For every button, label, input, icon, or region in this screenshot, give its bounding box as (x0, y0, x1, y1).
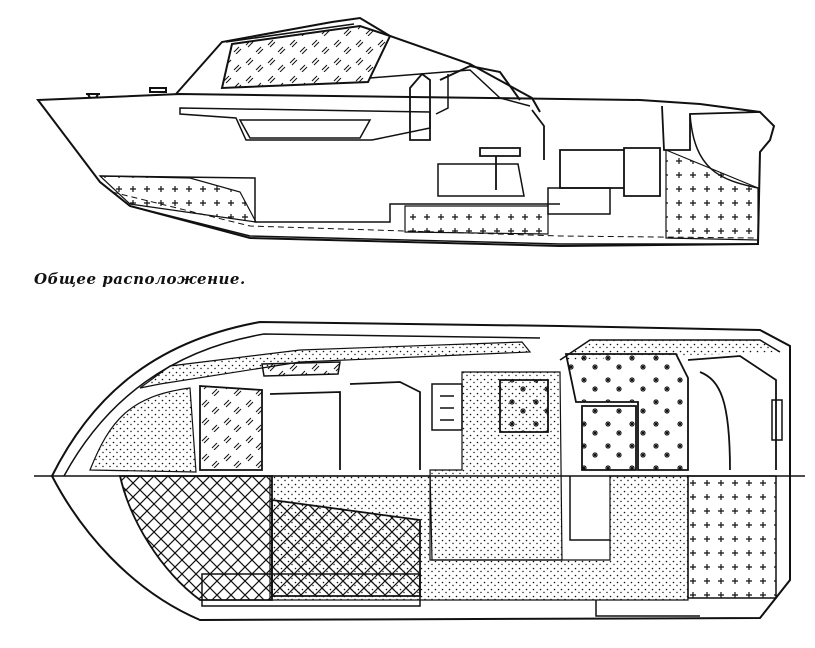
aft-cushion-lower (581, 405, 637, 471)
aft-cushion-upper (564, 353, 689, 471)
cabin-bunk (179, 107, 431, 141)
cabin-top (175, 16, 541, 113)
roof-hatch (261, 361, 341, 377)
stern-fitting (771, 399, 783, 441)
bulkhead-side (409, 72, 431, 141)
stern-bulkhead (661, 105, 761, 151)
galley-unit (431, 383, 463, 431)
bow-lattice-area (118, 475, 273, 601)
aft-seat-box (559, 147, 661, 197)
helm-cushion (499, 379, 549, 433)
forward-hatch (199, 385, 263, 471)
fore-deck-stipple (89, 387, 197, 473)
cabin-partition (269, 381, 421, 470)
cockpit-locker (437, 163, 525, 197)
stern-coaming (687, 355, 777, 471)
buoyancy-foam-mid (404, 205, 549, 235)
side-view (36, 16, 776, 248)
cabin-roof-line (369, 69, 531, 107)
buoyancy-foam-aft (665, 149, 759, 241)
deck-fitting (149, 87, 167, 93)
bow-cleat (86, 93, 100, 99)
windshield (439, 64, 521, 101)
keel-band (99, 181, 758, 245)
bottom-bench (201, 573, 421, 607)
side-deck-stipple (139, 341, 532, 389)
stern-buoyancy-cross (687, 475, 777, 599)
plan-view (34, 320, 805, 622)
cabin-window (220, 24, 392, 90)
figure-caption: Общее расположение. (34, 270, 246, 288)
helm-seat (479, 109, 545, 190)
plan-hull-outline (50, 320, 791, 622)
buoyancy-foam-fore (98, 175, 258, 223)
